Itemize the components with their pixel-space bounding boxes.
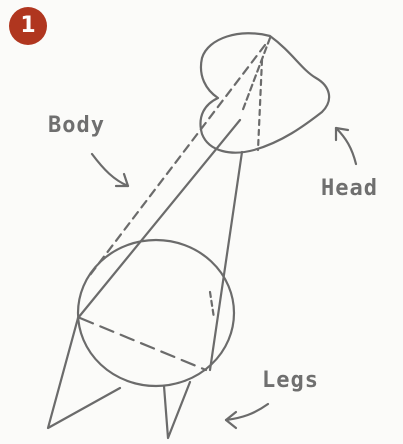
leg-front-left [48,318,120,428]
neck-line-right [210,152,242,370]
head-guide-line [242,38,270,112]
leg-back-right [164,382,190,438]
arrow-icon [92,154,128,186]
body-circle [78,240,234,386]
head-guide-line [258,60,262,150]
neck-line-left [78,120,240,318]
arrow-icon [336,128,356,164]
arrow-icon [226,404,268,420]
body-guide-line [210,292,214,318]
label-body: Body [48,113,105,138]
step-number-badge: 1 [9,7,47,45]
label-legs: Legs [262,368,319,393]
neck-guide-line [90,45,265,275]
label-head: Head [321,176,378,201]
